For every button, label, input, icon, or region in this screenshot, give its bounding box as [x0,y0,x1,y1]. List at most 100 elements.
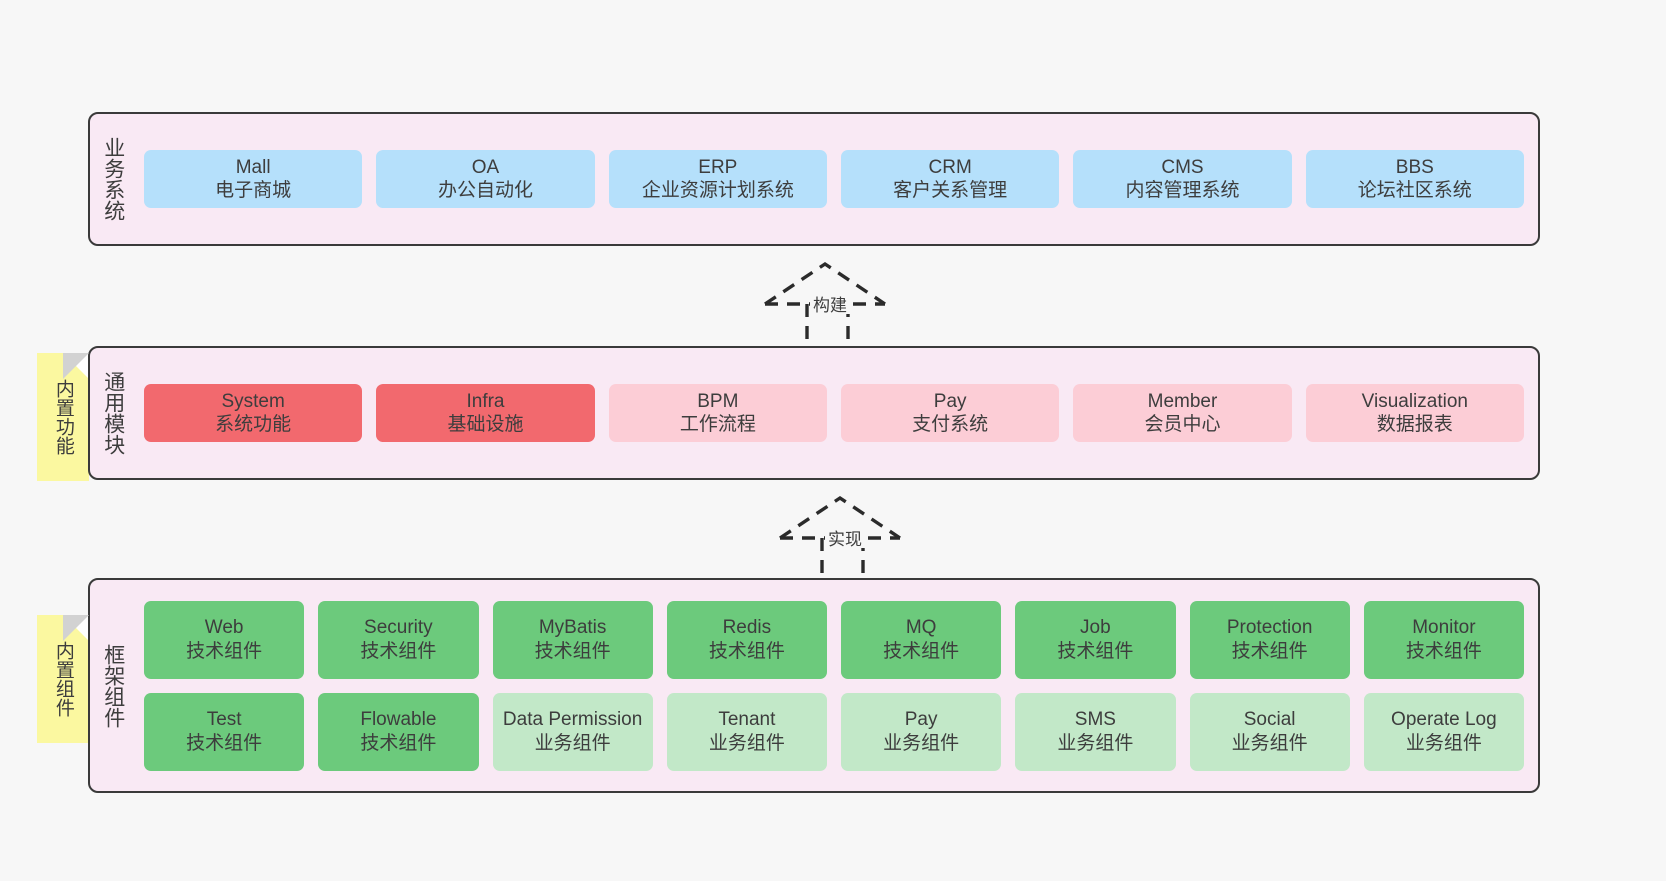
system-card-mall[interactable]: Mall 电子商城 [144,149,363,209]
component-card-mybatis[interactable]: MyBatis 技术组件 [492,600,653,679]
card-cn-label: 支付系统 [912,414,989,435]
card-cn-label: 技术组件 [534,640,611,662]
card-en-label: CMS [1161,156,1204,178]
card-en-label: Flowable [360,709,437,731]
card-en-label: OA [471,156,500,178]
layer-body-framework-component: Web 技术组件 Security 技术组件 MyBatis 技术组件 Redi… [136,580,1538,791]
card-en-label: Job [1080,617,1111,639]
card-cn-label: 技术组件 [360,640,437,662]
card-cn-label: 业务组件 [1405,732,1482,754]
card-cn-label: 技术组件 [1405,640,1482,662]
card-cn-label: 论坛社区系统 [1357,180,1472,201]
system-card-crm[interactable]: CRM 客户关系管理 [840,149,1060,209]
card-en-label: MyBatis [538,617,607,639]
module-card-member[interactable]: Member 会员中心 [1073,383,1292,443]
card-en-label: Visualization [1361,390,1468,412]
card-en-label: BBS [1395,156,1434,178]
card-en-label: Social [1243,709,1296,731]
card-en-label: CRM [928,156,972,178]
component-card-sms[interactable]: SMS 业务组件 [1015,692,1176,771]
card-en-label: Web [204,617,244,639]
module-card-bpm[interactable]: BPM 工作流程 [608,383,827,443]
card-en-label: Member [1147,390,1218,412]
component-card-web[interactable]: Web 技术组件 [144,600,305,679]
card-cn-label: 技术组件 [1231,640,1308,662]
card-en-label: Data Permission [502,709,643,731]
card-cn-label: 企业资源计划系统 [641,180,794,201]
card-en-label: Mall [235,156,271,178]
component-card-monitor[interactable]: Monitor 技术组件 [1363,600,1524,679]
layer-row: Web 技术组件 Security 技术组件 MyBatis 技术组件 Redi… [144,600,1524,679]
sticky-note-label: 内置组件 [52,641,74,717]
card-en-label: SMS [1074,709,1116,731]
component-card-operate-log[interactable]: Operate Log 业务组件 [1363,692,1524,771]
layer-body-business-system: Mall 电子商城 OA 办公自动化 ERP 企业资源计划系统 CRM 客户关系… [136,114,1538,244]
connector-implement: 实现 [775,492,915,584]
component-card-flowable[interactable]: Flowable 技术组件 [318,692,479,771]
card-en-label: Pay [904,709,938,731]
layer-row: Test 技术组件 Flowable 技术组件 Data Permission … [144,692,1524,771]
card-cn-label: 业务组件 [883,732,960,754]
sticky-note-builtin-features: 内置功能 [37,353,89,481]
layer-business-system: 业务系统 Mall 电子商城 OA 办公自动化 ERP 企业资源计划系统 CRM… [88,112,1540,246]
component-card-job[interactable]: Job 技术组件 [1015,600,1176,679]
card-cn-label: 会员中心 [1144,414,1221,435]
system-card-bbs[interactable]: BBS 论坛社区系统 [1305,149,1524,209]
sticky-note-builtin-components: 内置组件 [37,615,89,743]
system-card-erp[interactable]: ERP 企业资源计划系统 [608,149,827,209]
card-en-label: Monitor [1412,617,1476,639]
card-en-label: Redis [722,617,772,639]
component-card-social[interactable]: Social 业务组件 [1189,692,1350,771]
card-cn-label: 系统功能 [215,414,292,435]
card-cn-label: 数据报表 [1376,414,1453,435]
component-card-protection[interactable]: Protection 技术组件 [1189,600,1350,679]
card-cn-label: 内容管理系统 [1125,180,1240,201]
card-en-label: Test [206,709,242,731]
card-en-label: Tenant [718,709,776,731]
card-cn-label: 业务组件 [1231,732,1308,754]
card-en-label: Pay [933,390,967,412]
layer-row: System 系统功能 Infra 基础设施 BPM 工作流程 Pay 支付系统… [144,383,1524,443]
card-cn-label: 基础设施 [447,414,524,435]
card-en-label: BPM [697,390,739,412]
layer-title-business-system: 业务系统 [101,137,125,221]
layer-framework-component: 框架组件 Web 技术组件 Security 技术组件 MyBatis 技术组件… [88,578,1540,793]
component-card-tenant[interactable]: Tenant 业务组件 [666,692,827,771]
card-cn-label: 技术组件 [186,732,263,754]
system-card-cms[interactable]: CMS 内容管理系统 [1073,149,1292,209]
card-en-label: Operate Log [1391,709,1497,731]
component-card-data-permission[interactable]: Data Permission 业务组件 [492,692,653,771]
card-cn-label: 业务组件 [1057,732,1134,754]
layer-row: Mall 电子商城 OA 办公自动化 ERP 企业资源计划系统 CRM 客户关系… [144,149,1524,209]
component-card-security[interactable]: Security 技术组件 [318,600,479,679]
component-card-pay[interactable]: Pay 业务组件 [841,692,1002,771]
card-cn-label: 业务组件 [534,732,611,754]
card-cn-label: 业务组件 [708,732,785,754]
card-cn-label: 技术组件 [708,640,785,662]
layer-body-common-module: System 系统功能 Infra 基础设施 BPM 工作流程 Pay 支付系统… [136,348,1538,478]
card-cn-label: 电子商城 [215,180,292,201]
module-card-infra[interactable]: Infra 基础设施 [376,383,595,443]
card-cn-label: 技术组件 [186,640,263,662]
component-card-mq[interactable]: MQ 技术组件 [841,600,1002,679]
card-en-label: Security [364,617,433,639]
card-en-label: Infra [466,390,505,412]
card-cn-label: 技术组件 [1057,640,1134,662]
system-card-oa[interactable]: OA 办公自动化 [376,149,595,209]
layer-title-framework-component: 框架组件 [101,643,125,728]
connector-build-label: 构建 [810,297,850,314]
card-en-label: ERP [698,156,738,178]
module-card-system[interactable]: System 系统功能 [144,383,363,443]
module-card-pay[interactable]: Pay 支付系统 [840,383,1060,443]
card-cn-label: 办公自动化 [437,180,533,201]
component-card-test[interactable]: Test 技术组件 [144,692,305,771]
card-en-label: Protection [1226,617,1313,639]
card-cn-label: 技术组件 [360,732,437,754]
card-en-label: System [221,390,285,412]
connector-implement-label: 实现 [825,531,865,548]
sticky-note-label: 内置功能 [52,379,74,455]
component-card-redis[interactable]: Redis 技术组件 [666,600,827,679]
module-card-visualization[interactable]: Visualization 数据报表 [1305,383,1524,443]
layer-title-common-module: 通用模块 [101,371,125,455]
